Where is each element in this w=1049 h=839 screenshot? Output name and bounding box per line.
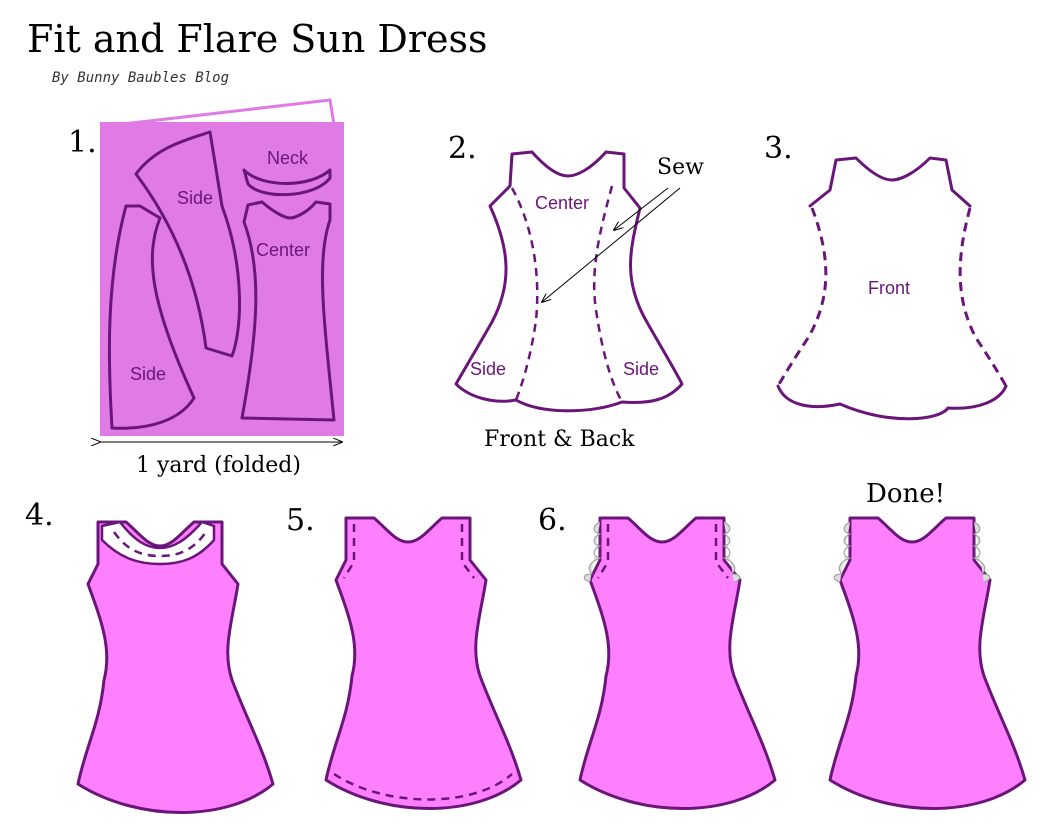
step-4-number: 4.	[25, 498, 54, 533]
done-dress	[828, 516, 1027, 810]
step-4-neck-facing	[100, 520, 216, 566]
step-3-front: Front	[776, 156, 1008, 421]
step-2-number: 2.	[448, 131, 477, 166]
step-1-label-side-b: Side	[130, 364, 166, 384]
step-2-label-side-left: Side	[470, 359, 506, 379]
step-2-dress-outline	[454, 150, 684, 413]
step-5-number: 5.	[286, 503, 315, 538]
step-2-front-back: Center Side Side Sew	[454, 150, 704, 413]
step-3-label-front: Front	[868, 278, 910, 298]
step-1-label-side-a: Side	[177, 188, 213, 208]
step-3-side-seam-right	[958, 207, 1008, 387]
byline: By Bunny Baubles Blog	[52, 70, 229, 86]
fabric-folded: Side Neck Center Side	[100, 98, 344, 436]
step-6-dress	[578, 516, 777, 810]
step-6-ruffle-left	[583, 521, 602, 583]
step-2-label-sew: Sew	[657, 155, 704, 180]
step-3-hem	[776, 384, 1008, 421]
step-1-number: 1.	[68, 125, 97, 160]
step-1-caption: 1 yard (folded)	[136, 453, 301, 478]
pattern-side-long	[134, 130, 242, 358]
step-3-side-seam-left	[776, 207, 828, 387]
pattern-side-short	[107, 204, 196, 430]
step-5-dress	[324, 516, 523, 810]
step-6-number: 6.	[538, 503, 567, 538]
fabric-fold-edge	[105, 98, 336, 128]
step-4-neck-stitch	[112, 531, 208, 558]
done-label: Done!	[866, 479, 945, 509]
step-2-seam-left	[510, 187, 539, 401]
step-2-label-center: Center	[535, 193, 589, 213]
pattern-center	[240, 200, 336, 422]
step-2-seam-right	[593, 185, 624, 403]
step-1-label-center: Center	[256, 240, 310, 260]
step-3-number: 3.	[764, 131, 793, 166]
step-2-caption: Front & Back	[484, 427, 635, 452]
step-6-ruffle-right	[722, 521, 741, 583]
fabric-panel	[100, 122, 344, 436]
pattern-neck	[242, 168, 332, 197]
page-title: Fit and Flare Sun Dress	[27, 17, 488, 61]
sew-arrow-left-seam	[542, 187, 681, 302]
step-5-hem-stitch	[333, 772, 513, 801]
step-4-dress	[76, 520, 275, 814]
sew-arrow-right-seam	[614, 187, 669, 230]
done-ruffle-right	[972, 521, 991, 583]
step-3-shoulder-left	[808, 156, 972, 208]
step-1-label-neck: Neck	[267, 148, 309, 168]
step-2-label-side-right: Side	[623, 359, 659, 379]
done-ruffle-left	[833, 521, 852, 583]
